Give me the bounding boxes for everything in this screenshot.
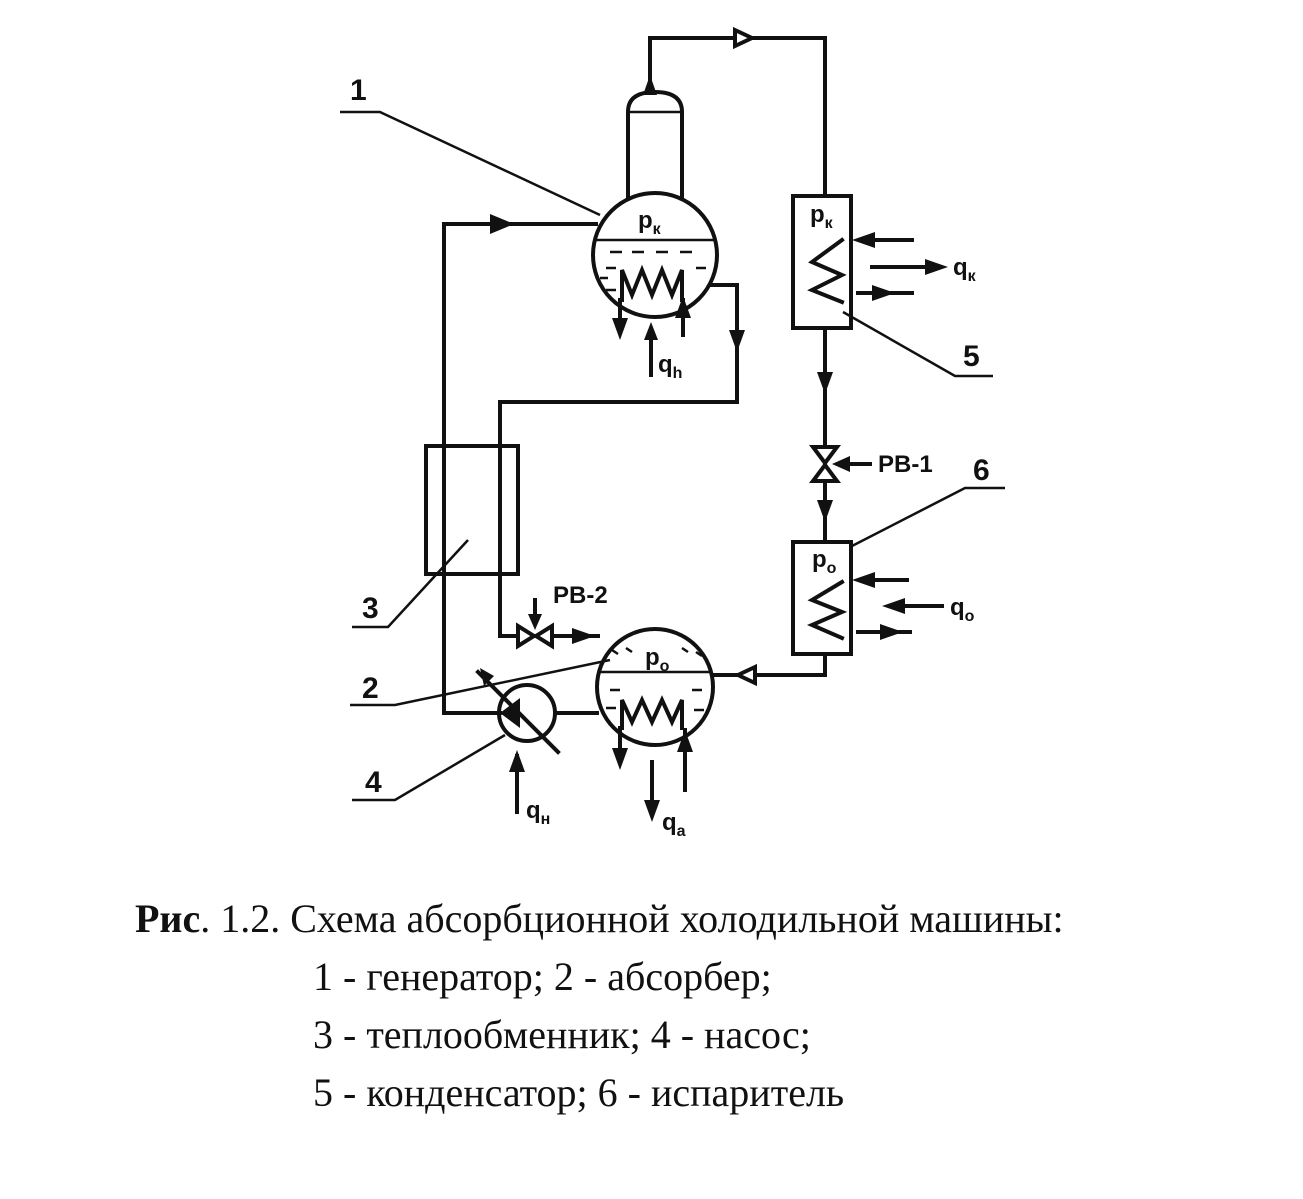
caption-line-2: 1 - генератор; 2 - абсорбер; <box>313 954 772 999</box>
evaporator <box>791 540 853 656</box>
heat-exchanger-number-label: 3 <box>362 592 379 625</box>
caption-line-3: 3 - теплообменник; 4 - насос; <box>313 1012 811 1057</box>
evaporator-number-label: 6 <box>973 454 990 487</box>
heat-pump-label: qн <box>526 797 550 828</box>
absorption-refrigeration-diagram: pк qh 1 pк qк 5 РВ-1 pо qо 6 <box>340 26 1005 840</box>
caption-line-4: 5 - конденсатор; 6 - испаритель <box>313 1070 845 1115</box>
pump <box>475 668 561 755</box>
valve-rv2-label: РВ-2 <box>553 582 608 609</box>
absorber <box>595 627 715 792</box>
evaporator-pressure-label: pо <box>812 546 837 577</box>
condenser-number-label: 5 <box>963 340 980 373</box>
generator-pressure-label: pк <box>638 207 662 238</box>
caption-prefix: Рис <box>135 896 201 941</box>
valve-rv1-label: РВ-1 <box>878 451 933 478</box>
heat-absorber-label: qа <box>662 809 686 840</box>
pump-number-label: 4 <box>365 766 382 799</box>
generator-number-label: 1 <box>350 74 367 107</box>
condenser <box>791 194 853 330</box>
generator <box>591 89 719 340</box>
heat-exchanger <box>424 444 520 576</box>
condenser-pressure-label: pк <box>810 201 834 232</box>
heat-generator-label: qh <box>658 351 682 382</box>
caption-title: Рис. 1.2. Схема абсорбционной холодильно… <box>135 890 1064 948</box>
caption-title-text: . 1.2. Схема абсорбционной холодильной м… <box>200 896 1064 941</box>
heat-condenser-label: qк <box>953 254 977 285</box>
heat-evaporator-label: qо <box>950 594 975 625</box>
absorber-number-label: 2 <box>362 672 379 705</box>
absorber-pressure-label: pо <box>645 644 670 675</box>
